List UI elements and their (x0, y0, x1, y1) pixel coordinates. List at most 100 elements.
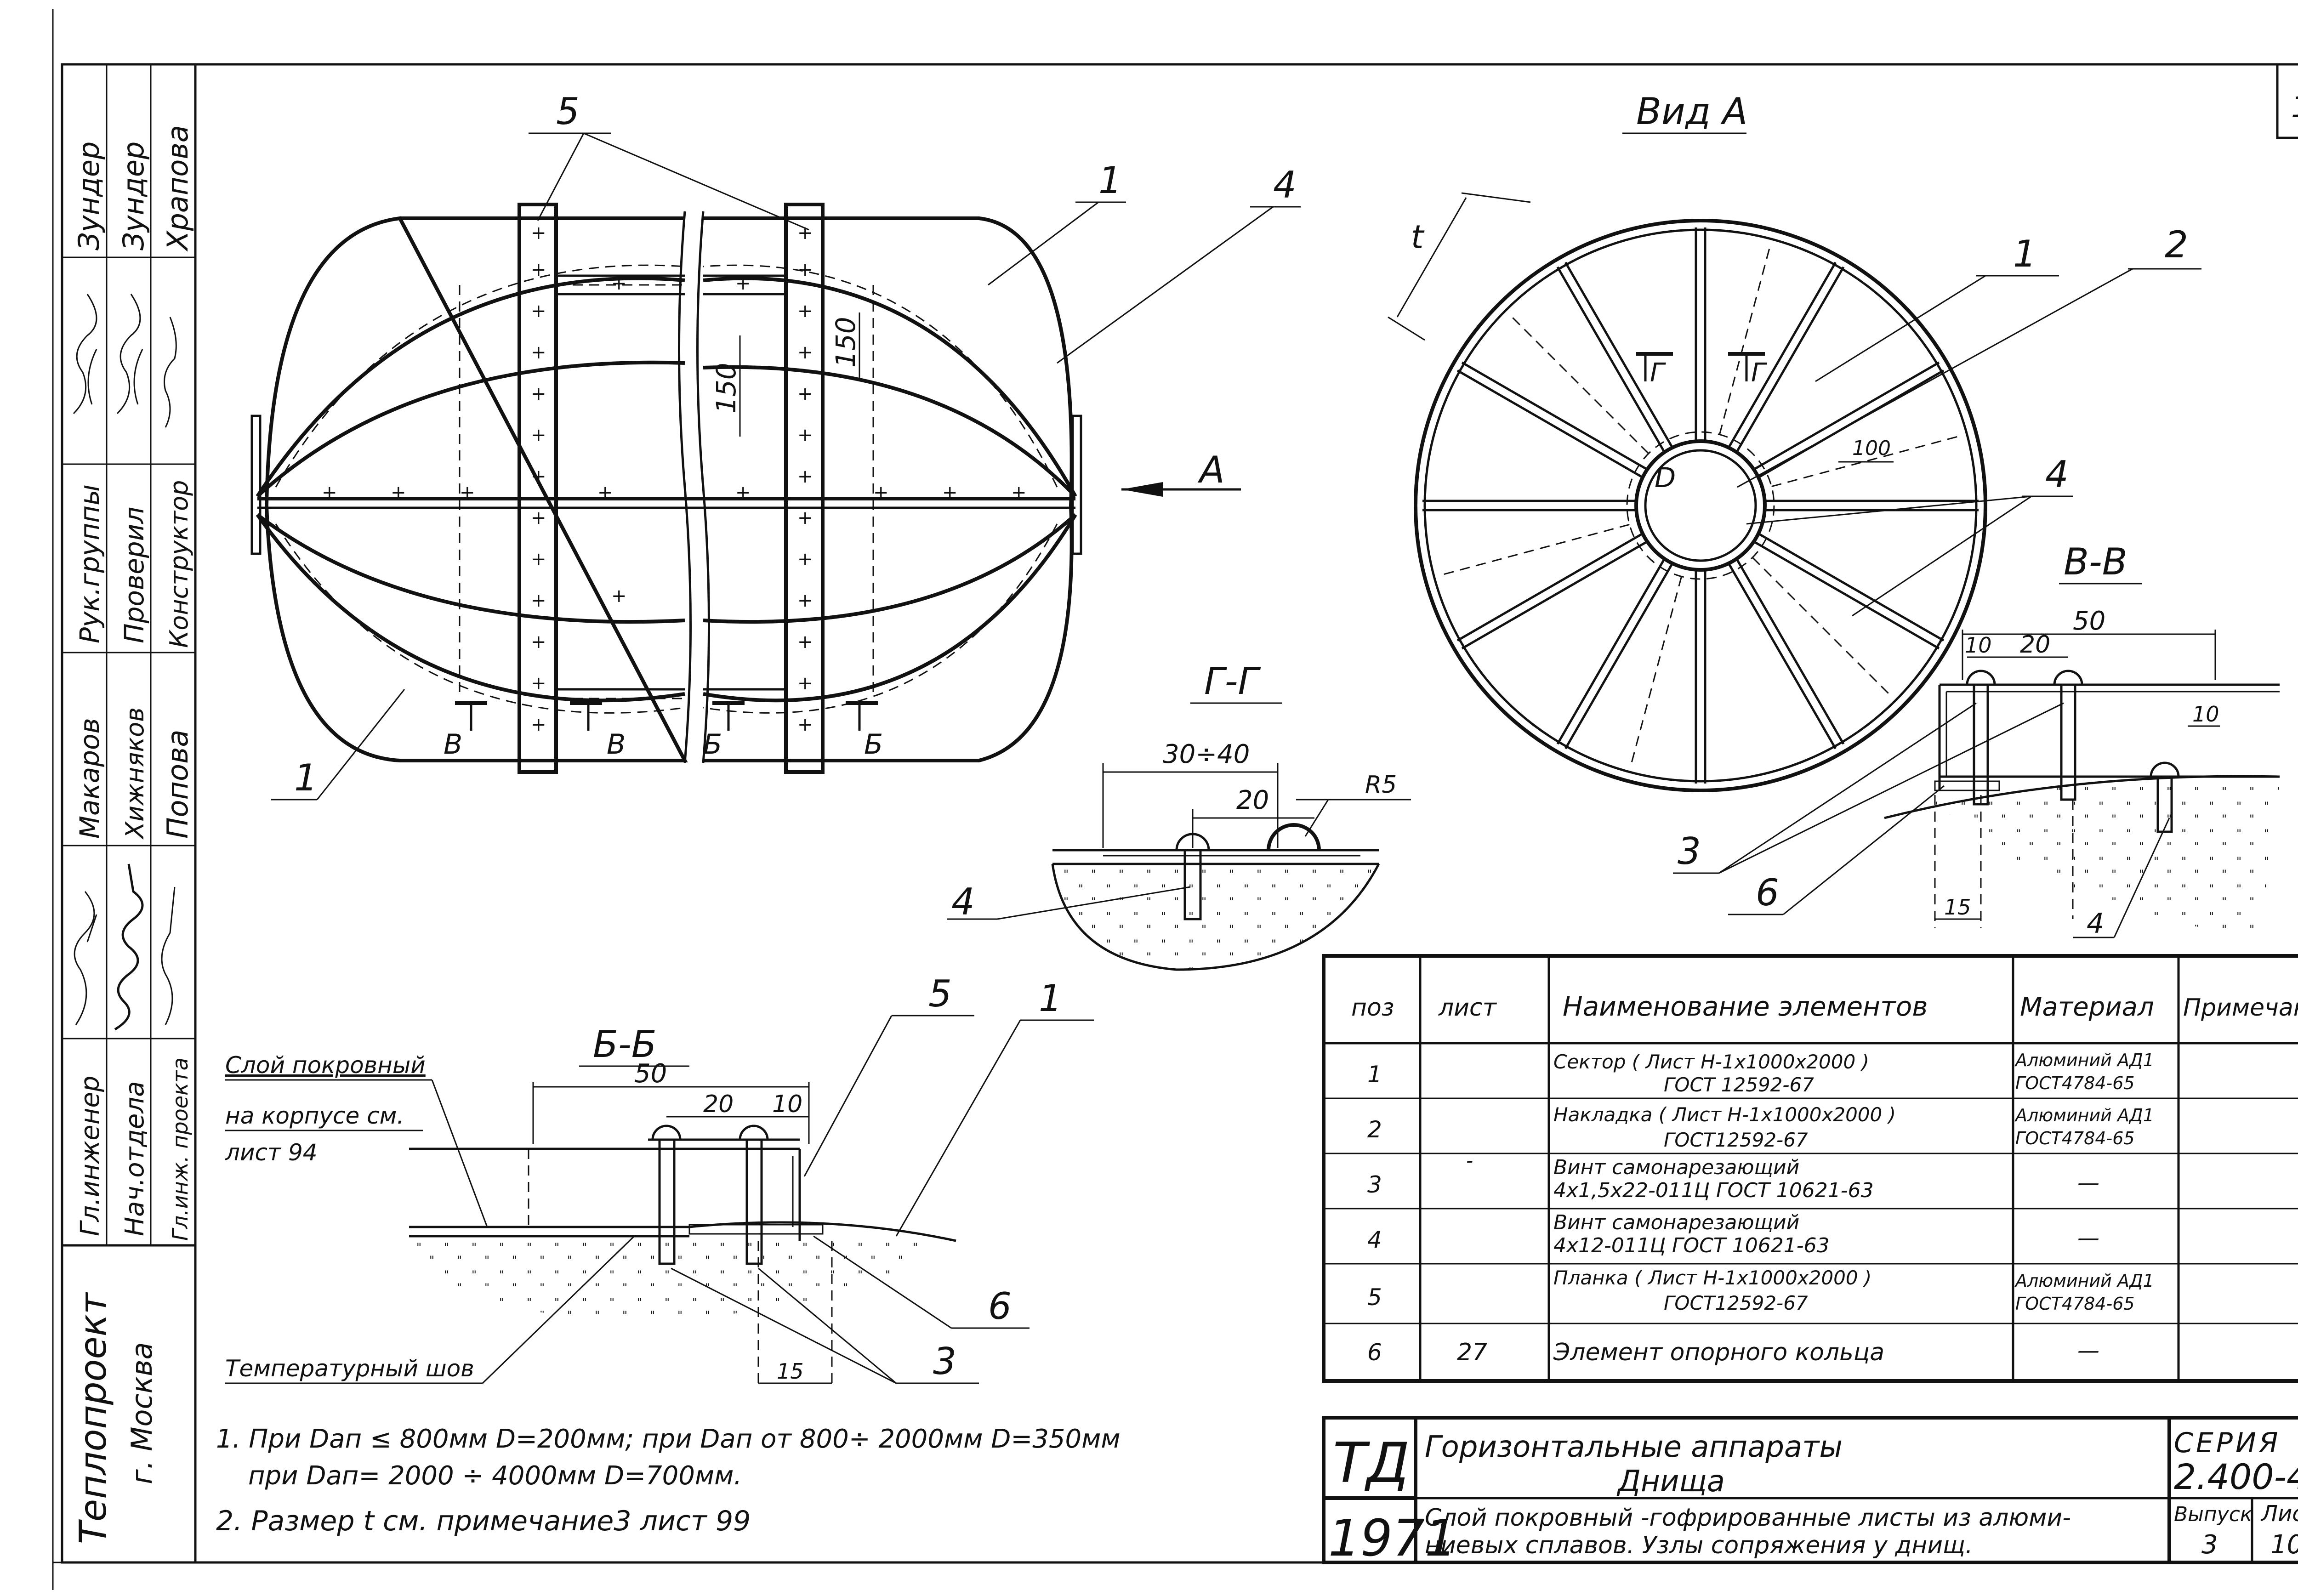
signature-3 (164, 317, 177, 428)
spec-row-5: 5 Планка ( Лист Н-1х1000х2000 ) ГОСТ1259… (1367, 1267, 2154, 1314)
view-a-drawing (1388, 192, 1987, 792)
svg-text:+: + (797, 383, 813, 404)
stamp-role-glinzhpr: Гл.инж. проекта (168, 1057, 193, 1241)
svg-text:+: + (797, 301, 813, 322)
sheet-number: 114 (2291, 91, 2298, 125)
spec-table-grid (1322, 954, 2298, 1383)
svg-text:+: + (611, 585, 627, 607)
svg-text:+: + (873, 482, 889, 503)
svg-text:+: + (391, 482, 406, 503)
section-vv-dim-15: 15 (1944, 895, 1971, 920)
section-bb-dim-50: 50 (634, 1059, 667, 1089)
spec-header-sheet: лист (1438, 994, 1497, 1022)
spec-row-pos: 1 (1367, 1061, 1382, 1088)
svg-text:+: + (531, 590, 546, 611)
note-1-line-1: 1. При Dап ≤ 800мм D=200мм; при Dап от 8… (216, 1424, 1121, 1454)
note-layer-line3: лист 94 (225, 1139, 318, 1166)
main-view-screw-marks: +++ +++ +++ +++ + +++ +++ +++ +++ + +++ … (322, 222, 1027, 735)
svg-text:+: + (531, 549, 546, 570)
view-a-section-marks (1636, 352, 1765, 381)
section-vv-label-6: 6 (1756, 871, 1779, 914)
svg-text:+: + (531, 222, 546, 244)
spec-header-note: Примечание (2183, 994, 2298, 1022)
stamp-city: г. Москва (125, 1342, 159, 1485)
note-temperature-seam: Температурный шов (225, 1355, 474, 1382)
spec-row-sheet: 27 (1457, 1339, 1487, 1366)
note-1-line-2: при Dап= 2000 ÷ 4000мм D=700мм. (248, 1461, 742, 1491)
spec-row-name2: ГОСТ12592-67 (1664, 1129, 1808, 1151)
spec-row-material2: ГОСТ4784-65 (2015, 1128, 2135, 1148)
note-layer-line1: Слой покровный (225, 1052, 426, 1079)
title-td: ТД (1333, 1431, 1410, 1495)
spec-header-material: Материал (2020, 992, 2154, 1022)
view-a-dim-100: 100 (1852, 437, 1891, 460)
note-layer-line2: на корпусе см. (225, 1102, 404, 1129)
spec-header-name: Наименование элементов (1563, 991, 1928, 1022)
svg-text:+: + (531, 714, 546, 735)
title-sheet-label: Лист (2260, 1501, 2298, 1527)
spec-row-material: Алюминий АД1 (2014, 1105, 2154, 1125)
title-line-1: Горизонтальные аппараты (1425, 1430, 1843, 1464)
stamp-role-nachotd: Нач.отдела (120, 1081, 150, 1236)
section-vv-dim-10: 10 (1965, 633, 1992, 658)
stamp-role-glinzh: Гл.инженер (75, 1076, 105, 1236)
spec-row-pos: 6 (1367, 1339, 1382, 1366)
spec-row-material: — (2077, 1225, 2099, 1251)
spec-row-name2: ГОСТ12592-67 (1664, 1292, 1808, 1314)
spec-row-4: 4 Винт самонарезающий 4х12-011Ц ГОСТ 106… (1367, 1211, 2099, 1257)
spec-row-6: 6 27 Элемент опорного кольца — (1367, 1338, 2099, 1366)
spec-row-name2: ГОСТ 12592-67 (1664, 1073, 1814, 1096)
spec-row-material2: ГОСТ4784-65 (2015, 1294, 2135, 1314)
spec-header-pos: поз (1351, 994, 1394, 1022)
title-sheet: 105 (2270, 1530, 2298, 1560)
svg-text:+: + (1011, 482, 1027, 503)
section-bb-label-3: 3 (933, 1340, 956, 1383)
view-a-label-2: 2 (2165, 223, 2188, 266)
view-a-center-d: D (1655, 462, 1676, 494)
spec-row-name: Сектор ( Лист Н-1х1000х2000 ) (1553, 1051, 1869, 1073)
svg-text:+: + (797, 507, 813, 528)
title-series: 2.400-4 (2174, 1456, 2298, 1497)
signature-6 (161, 886, 176, 1025)
svg-text:+: + (531, 342, 546, 363)
stamp-name-2: Зундер (117, 142, 150, 250)
svg-text:+: + (531, 383, 546, 404)
note-2: 2. Размер t см. примечание3 лист 99 (216, 1505, 751, 1537)
svg-text:+: + (797, 342, 813, 363)
view-a-label-1: 1 (2013, 233, 2036, 275)
svg-text:+: + (531, 631, 546, 653)
view-a-section-g2: Г (1751, 358, 1767, 388)
view-a-label-4: 4 (2045, 453, 2069, 496)
main-label-4: 4 (1273, 164, 1297, 206)
main-dim-150-a: 150 (711, 363, 742, 414)
section-bb-label-1: 1 (1039, 977, 1062, 1020)
svg-text:+: + (460, 482, 475, 503)
section-bb-drawing (225, 1015, 1094, 1388)
section-bb-title: Б-Б (593, 1023, 657, 1066)
svg-text:+: + (531, 259, 546, 280)
spec-row-sheet: - (1466, 1149, 1473, 1172)
svg-text:+: + (531, 673, 546, 694)
spec-row-material: Алюминий АД1 (2014, 1271, 2154, 1291)
svg-text:+: + (597, 482, 613, 503)
section-bb-dim-15: 15 (777, 1359, 804, 1384)
spec-row-name2: 4х12-011Ц ГОСТ 10621-63 (1553, 1234, 1830, 1257)
spec-row-material: — (2077, 1170, 2099, 1196)
svg-text:+: + (531, 507, 546, 528)
section-vv-label-4: 4 (2087, 908, 2104, 940)
svg-text:+: + (531, 301, 546, 322)
spec-row-name: Планка ( Лист Н-1х1000х2000 ) (1553, 1267, 1871, 1289)
section-bb-dim-10: 10 (772, 1091, 802, 1118)
title-series-label: СЕРИЯ (2174, 1427, 2281, 1459)
svg-text:+: + (797, 714, 813, 735)
section-vv-drawing (1673, 630, 2280, 938)
spec-row-pos: 2 (1367, 1116, 1382, 1143)
section-vv-dim-50: 50 (2073, 606, 2105, 636)
svg-text:+: + (322, 482, 337, 503)
signature-1 (73, 294, 97, 415)
svg-text:+: + (797, 673, 813, 694)
spec-row-3: 3 - Винт самонарезающий 4х1,5х22-011Ц ГО… (1367, 1149, 2099, 1202)
main-view-drawing (250, 203, 1082, 774)
spec-row-2: 2 Накладка ( Лист Н-1х1000х2000 ) ГОСТ12… (1367, 1103, 2154, 1151)
spec-row-pos: 5 (1367, 1284, 1382, 1311)
